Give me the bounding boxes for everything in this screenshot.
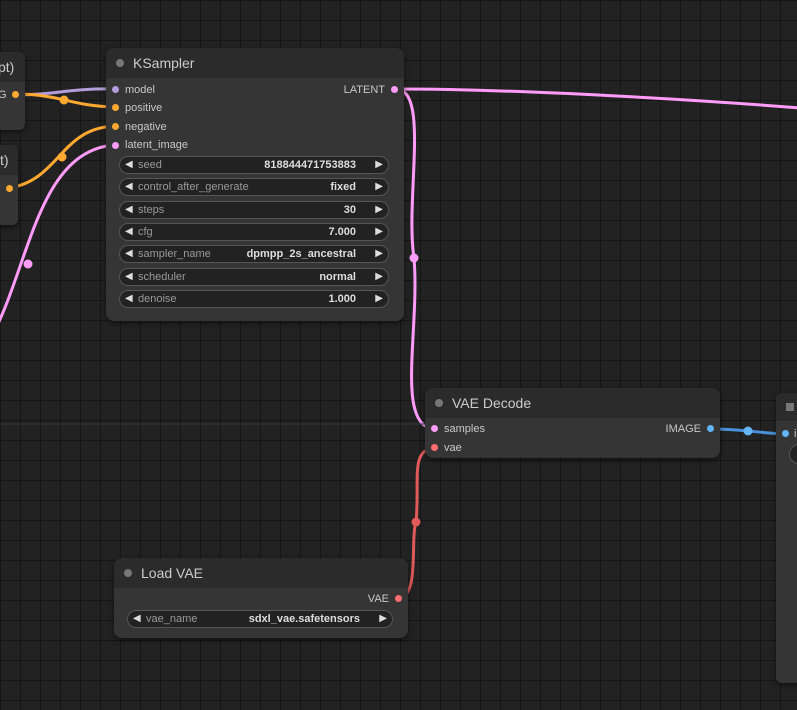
clip-text-encode-negative-node[interactable]: t) <box>0 145 18 225</box>
model-input-label: model <box>125 84 155 96</box>
increment-arrow-icon[interactable]: ▶ <box>375 271 383 282</box>
model-input-slot[interactable] <box>112 86 119 93</box>
latent-image-input-label: latent_image <box>125 139 188 151</box>
node-header[interactable]: VAE Decode <box>425 388 720 418</box>
decrement-arrow-icon[interactable]: ◀ <box>125 248 133 259</box>
widget-name: scheduler <box>138 271 186 283</box>
wire-latent-image-midpoint <box>23 259 33 269</box>
negative-input-label: negative <box>125 121 167 133</box>
widget-value[interactable]: sdxl_vae.safetensors <box>248 613 360 625</box>
images-input-label: i <box>794 428 797 440</box>
node-title: KSampler <box>133 55 195 71</box>
wire-latent-samples-midpoint <box>409 253 419 263</box>
decrement-arrow-icon[interactable]: ◀ <box>133 613 141 624</box>
positive-input-label: positive <box>125 102 163 114</box>
latent-image-input-slot[interactable] <box>112 142 119 149</box>
decrement-arrow-icon[interactable]: ◀ <box>125 181 133 192</box>
increment-arrow-icon[interactable]: ▶ <box>375 159 383 170</box>
vae-input-slot[interactable] <box>431 444 438 451</box>
node-title: VAE Decode <box>452 395 532 411</box>
vae-input-label: vae <box>444 442 462 454</box>
decrement-arrow-icon[interactable]: ◀ <box>125 159 133 170</box>
wire-model <box>13 87 116 97</box>
decrement-arrow-icon[interactable]: ◀ <box>125 293 133 304</box>
widget-value[interactable]: 1.000 <box>328 293 356 305</box>
steps-widget[interactable]: ◀ steps 30 ▶ <box>119 201 389 219</box>
clip-text-encode-positive-node[interactable]: pt) G <box>0 52 25 130</box>
ksampler-node[interactable]: KSampler model positive negative latent_… <box>106 48 404 321</box>
collapse-square-icon[interactable] <box>786 403 794 411</box>
sampler-name-widget[interactable]: ◀ sampler_name dpmpp_2s_ancestral ▶ <box>119 245 389 263</box>
widget-value[interactable]: 30 <box>343 204 356 216</box>
increment-arrow-icon[interactable]: ▶ <box>375 248 383 259</box>
node-title: t) <box>0 152 9 168</box>
node-title: Load VAE <box>141 565 204 581</box>
wire-negative-midpoint <box>57 152 67 162</box>
increment-arrow-icon[interactable]: ▶ <box>379 613 387 624</box>
increment-arrow-icon[interactable]: ▶ <box>375 293 383 304</box>
increment-arrow-icon[interactable]: ▶ <box>375 204 383 215</box>
vae-decode-node[interactable]: VAE Decode samples vae IMAGE <box>425 388 720 458</box>
vae-output-label: VAE <box>367 593 389 605</box>
widget-name: vae_name <box>146 613 198 625</box>
increment-arrow-icon[interactable]: ▶ <box>375 226 383 237</box>
denoise-widget[interactable]: ◀ denoise 1.000 ▶ <box>119 290 389 308</box>
images-input-slot[interactable] <box>782 430 789 437</box>
samples-input-label: samples <box>444 423 485 435</box>
widget-name: seed <box>138 159 162 171</box>
image-output-label: IMAGE <box>665 423 701 435</box>
wire-vae-midpoint <box>411 517 421 527</box>
widget-value[interactable]: 818844471753883 <box>264 159 356 171</box>
widget-name: cfg <box>138 226 153 238</box>
vae-output-slot[interactable] <box>395 595 402 602</box>
vae-name-widget[interactable]: ◀ vae_name sdxl_vae.safetensors ▶ <box>127 610 393 628</box>
seed-widget[interactable]: ◀ seed 818844471753883 ▶ <box>119 156 389 174</box>
image-output-node[interactable]: i <box>776 393 797 683</box>
widget-value[interactable]: 7.000 <box>328 226 356 238</box>
image-output-slot[interactable] <box>707 425 714 432</box>
node-header[interactable]: Load VAE <box>114 558 408 588</box>
decrement-arrow-icon[interactable]: ◀ <box>125 226 133 237</box>
collapse-dot[interactable] <box>116 59 124 67</box>
negative-input-slot[interactable] <box>112 123 119 130</box>
widget-value[interactable]: normal <box>319 271 356 283</box>
widget-value[interactable]: dpmpp_2s_ancestral <box>246 248 356 260</box>
wire-negative <box>8 124 116 190</box>
widget-name: denoise <box>138 293 177 305</box>
node-header[interactable]: KSampler <box>106 48 404 78</box>
widget-name: steps <box>138 204 165 216</box>
cfg-widget[interactable]: ◀ cfg 7.000 ▶ <box>119 223 389 241</box>
conditioning-output-label: G <box>0 89 7 101</box>
load-vae-node[interactable]: Load VAE VAE ◀ vae_name sdxl_vae.safeten… <box>114 558 408 638</box>
wire-image-midpoint <box>743 426 753 436</box>
samples-input-slot[interactable] <box>431 425 438 432</box>
positive-input-slot[interactable] <box>112 104 119 111</box>
latent-output-label: LATENT <box>343 84 385 96</box>
wire-image <box>710 427 786 436</box>
scheduler-widget[interactable]: ◀ scheduler normal ▶ <box>119 268 389 286</box>
widget-value[interactable]: fixed <box>330 181 356 193</box>
widget-name: control_after_generate <box>138 181 249 193</box>
increment-arrow-icon[interactable]: ▶ <box>375 181 383 192</box>
collapse-dot[interactable] <box>435 399 443 407</box>
wire-latent-out-right <box>395 87 797 110</box>
conditioning-output-slot[interactable] <box>12 91 19 98</box>
widget-name: sampler_name <box>138 248 211 260</box>
wire-positive <box>15 92 116 109</box>
latent-output-slot[interactable] <box>391 86 398 93</box>
wire-positive-midpoint <box>59 95 69 105</box>
decrement-arrow-icon[interactable]: ◀ <box>125 271 133 282</box>
control-after-generate-widget[interactable]: ◀ control_after_generate fixed ▶ <box>119 178 389 196</box>
filename-prefix-widget[interactable] <box>789 444 797 464</box>
decrement-arrow-icon[interactable]: ◀ <box>125 204 133 215</box>
conditioning-output-slot[interactable] <box>6 185 13 192</box>
collapse-dot[interactable] <box>124 569 132 577</box>
node-title: pt) <box>0 59 15 75</box>
